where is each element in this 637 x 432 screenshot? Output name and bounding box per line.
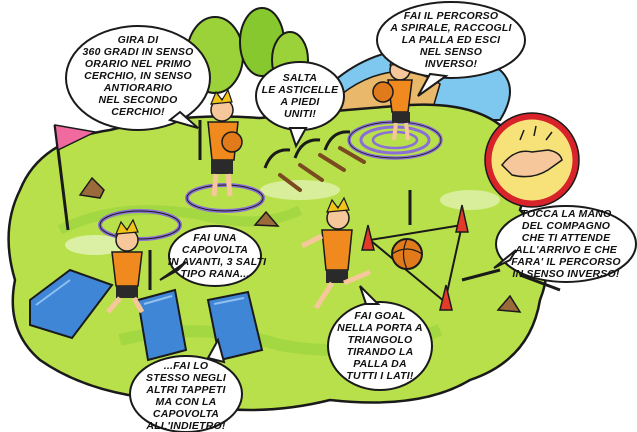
bubble-line: TRIANGOLO <box>347 334 413 346</box>
bubble-touch-hand: TOCCA LA MANO DEL COMPAGNO CHE TI ATTEND… <box>500 208 632 280</box>
bubble-line: CAPOVOLTA <box>181 244 249 256</box>
bubble-line: GIRA DI <box>117 34 159 46</box>
bubble-line: LE ASTICELLE <box>261 84 339 96</box>
mats <box>29 268 264 362</box>
bubble-line: ANTIORARIO <box>103 82 173 94</box>
kid-rolling <box>106 218 145 314</box>
bubble-line: CERCHIO, IN SENSO <box>84 70 192 82</box>
bubble-line: 360 GRADI IN SENSO <box>82 46 194 58</box>
bubble-line: IN AVANTI, 3 SALTI <box>168 256 267 268</box>
bubble-line: FARA' IL PERCORSO <box>511 256 621 268</box>
bubble-line: STESSO NEGLI <box>146 372 226 384</box>
bubble-line: ORARIO NEL PRIMO <box>84 58 192 70</box>
bubble-line: PALLA DA <box>353 358 407 370</box>
bubble-line: TIPO RANA... <box>180 268 250 280</box>
bubble-forward-roll: FAI UNA CAPOVOLTA IN AVANTI, 3 SALTI TIP… <box>168 232 267 280</box>
bubble-line: FAI GOAL <box>354 310 406 322</box>
bubble-line: A PIEDI <box>280 96 320 108</box>
bubble-line: LA PALLA ED ESCI <box>401 34 501 46</box>
bubble-line: INVERSO! <box>424 58 478 70</box>
handshake-badge-icon <box>484 112 580 208</box>
bubble-spiral-path: FAI IL PERCORSO A SPIRALE, RACCOGLI LA P… <box>386 10 516 70</box>
bubble-line: FAI UNA <box>193 232 237 244</box>
speech-bubble-shapes <box>65 1 637 432</box>
bubble-line: A SPIRALE, RACCOGLI <box>390 22 512 34</box>
bubble-line: FAI IL PERCORSO <box>403 10 499 22</box>
bubble-line: NEL SENSO <box>419 46 483 58</box>
bubble-line: ALTRI TAPPETI <box>146 384 226 396</box>
hoop-pair-left <box>98 183 265 241</box>
bubble-spin-hoops: GIRA DI 360 GRADI IN SENSO ORARIO NEL PR… <box>78 34 198 118</box>
bubble-line: DEL COMPAGNO <box>521 220 611 232</box>
bubble-line: TUTTI I LATI! <box>346 370 414 382</box>
bubble-line: IN SENSO INVERSO! <box>512 268 620 280</box>
bubble-line: ALL'INDIETRO! <box>146 420 226 432</box>
jump-sticks <box>278 146 366 192</box>
bubble-line: CAPOVOLTA <box>152 408 220 420</box>
bubble-line: CERCHIO! <box>111 106 165 118</box>
bubble-line: UNITI! <box>283 108 317 120</box>
bubble-line: NEL SECONDO <box>98 94 178 106</box>
bubble-triangle-goal: FAI GOAL NELLA PORTA A TRIANGOLO TIRANDO… <box>334 310 426 382</box>
bubble-line: TIRANDO LA <box>346 346 414 358</box>
bubble-line: ...FAI LO <box>163 360 209 372</box>
kid-spinning <box>207 88 243 197</box>
bubble-line: ALL'ARRIVO E CHE <box>515 244 617 256</box>
flag <box>53 124 98 231</box>
rocks <box>78 176 522 313</box>
bubble-line: CHE TI ATTENDE <box>521 232 611 244</box>
bubble-line: MA CON LA <box>155 396 217 408</box>
bubble-backward-roll: ...FAI LO STESSO NEGLI ALTRI TAPPETI MA … <box>136 360 236 432</box>
bubble-line: SALTA <box>282 72 318 84</box>
kid-spiral <box>372 50 413 141</box>
triangle-goal <box>361 204 469 311</box>
direction-arrows <box>148 120 561 292</box>
bubble-jump-sticks: SALTA LE ASTICELLE A PIEDI UNITI! <box>258 72 342 120</box>
bubble-line: NELLA PORTA A <box>337 322 423 334</box>
bubble-line: TOCCA LA MANO <box>520 208 612 220</box>
kid-kicking <box>300 196 371 310</box>
ball <box>391 238 423 270</box>
